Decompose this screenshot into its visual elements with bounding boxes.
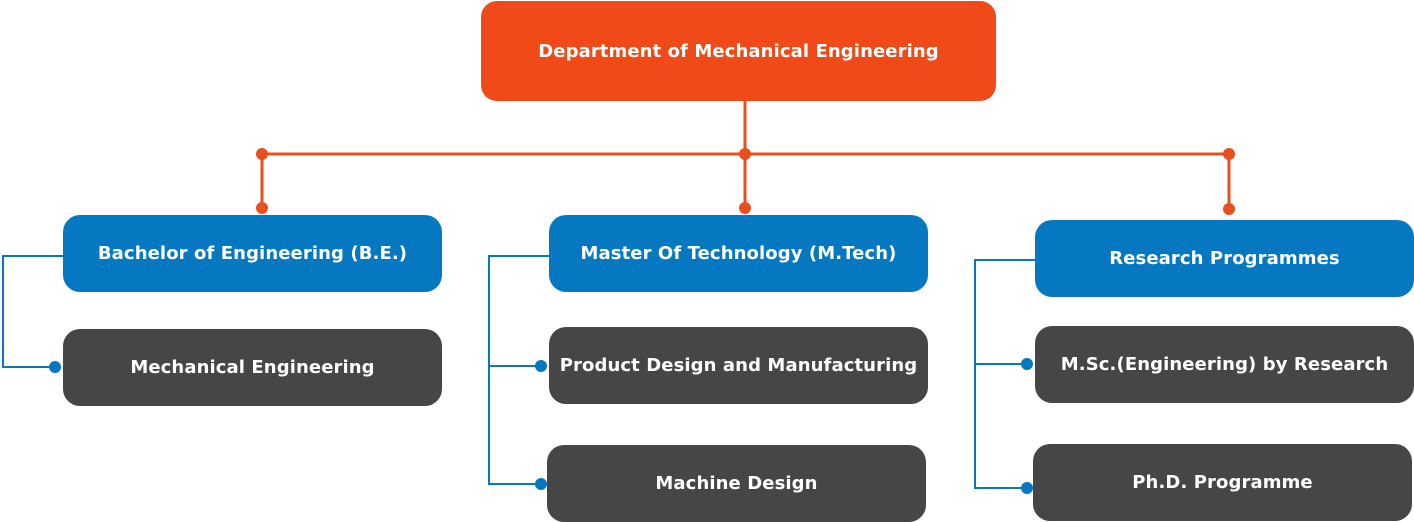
programme-label: Bachelor of Engineering (B.E.): [97, 243, 408, 264]
programme-label: Research Programmes: [1109, 248, 1340, 269]
sub-dot: [535, 478, 547, 490]
sub-mechanical-engineering-box: Mechanical Engineering: [63, 329, 442, 406]
sub-dot: [49, 361, 61, 373]
root-label: Department of Mechanical Engineering: [538, 40, 939, 62]
node-dot: [256, 148, 268, 160]
be-bracket: [2, 255, 64, 368]
sub-label: M.Sc.(Engineering) by Research: [1060, 354, 1389, 375]
sub-dot: [1021, 482, 1033, 494]
sub-dot: [1021, 358, 1033, 370]
mtech-bracket: [488, 255, 550, 485]
programme-be-box: Bachelor of Engineering (B.E.): [63, 215, 442, 292]
sub-machine-design-box: Machine Design: [547, 445, 926, 522]
programme-research-box: Research Programmes: [1035, 220, 1414, 297]
node-dot: [739, 148, 751, 160]
sub-phd-box: Ph.D. Programme: [1033, 444, 1412, 521]
sub-product-design-box: Product Design and Manufacturing: [549, 327, 928, 404]
node-dot: [739, 202, 751, 214]
sub-label: Machine Design: [655, 473, 818, 494]
node-dot: [1223, 148, 1235, 160]
sub-label: Mechanical Engineering: [130, 357, 375, 378]
research-bracket: [974, 259, 1036, 489]
sub-label: Product Design and Manufacturing: [559, 355, 918, 376]
programme-mtech-box: Master Of Technology (M.Tech): [549, 215, 928, 292]
root-department-box: Department of Mechanical Engineering: [481, 1, 996, 101]
sub-dot: [535, 360, 547, 372]
sub-label: Ph.D. Programme: [1132, 472, 1313, 493]
sub-msc-research-box: M.Sc.(Engineering) by Research: [1035, 326, 1414, 403]
node-dot: [1223, 203, 1235, 215]
programme-label: Master Of Technology (M.Tech): [580, 243, 897, 264]
node-dot: [256, 202, 268, 214]
